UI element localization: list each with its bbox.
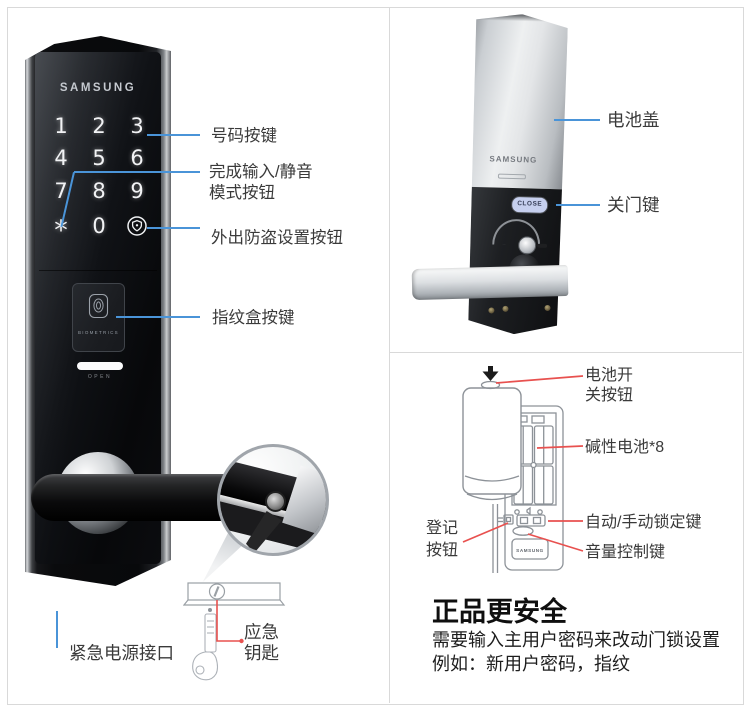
promo-line-2: 例如：新用户密码，指纹 xyxy=(432,654,630,674)
battery-compartment-diagram: SAMSUNG xyxy=(462,366,584,573)
number-keys-leader-line xyxy=(147,134,200,136)
emergency-key-diagram xyxy=(183,582,286,681)
number-keypad: 1 2 3 4 5 6 7 8 9 * 0 xyxy=(42,110,156,246)
key-2: 2 xyxy=(92,114,106,139)
close-key-label: 关门键 xyxy=(607,195,660,215)
register-button-label: 登记 按钮 xyxy=(426,520,459,559)
outer-frame xyxy=(7,7,744,705)
away-security-label: 外出防盗设置按钮 xyxy=(211,229,343,247)
panel-seam xyxy=(39,270,157,271)
register-leader-line xyxy=(462,522,509,543)
cover-groove xyxy=(498,174,526,180)
volume-control-label: 音量控制键 xyxy=(585,544,666,561)
emergency-key-label: 应急 钥匙 xyxy=(244,622,279,663)
screw-dot xyxy=(208,608,212,612)
battery-cover-label: 电池盖 xyxy=(607,110,660,130)
battery-open-arrow xyxy=(482,366,499,381)
auto-manual-lock-label: 自动/手动锁定键 xyxy=(585,514,702,531)
open-slot xyxy=(77,362,123,370)
alkaline-battery-leader-line xyxy=(536,445,584,449)
fingerprint-icon xyxy=(88,293,109,324)
emergency-key-outline xyxy=(192,613,219,681)
fingerprint-cover-label: 指纹盒按键 xyxy=(212,309,295,327)
key-8: 8 xyxy=(92,178,106,203)
open-label: OPEN xyxy=(87,374,113,380)
diagram-samsung-logo: SAMSUNG xyxy=(516,548,544,553)
key-1: 1 xyxy=(54,114,68,139)
emergency-power-label: 紧急电源接口 xyxy=(69,643,174,663)
vertical-divider xyxy=(389,8,390,703)
key-star: * xyxy=(54,214,68,246)
away-security-leader-line xyxy=(147,227,200,229)
back-handle-lever xyxy=(411,264,569,301)
key-6: 6 xyxy=(130,146,144,171)
emergency-key-leader-line xyxy=(216,600,240,642)
magnifier-keyhole xyxy=(265,491,286,512)
magnifier-inset xyxy=(217,444,329,556)
promo-title: 正品更安全 xyxy=(432,597,567,627)
fingerprint-cover-text: BIOMETRICS xyxy=(77,330,119,335)
key-5: 5 xyxy=(92,146,106,171)
horizontal-divider xyxy=(390,352,742,353)
key-3: 3 xyxy=(130,114,144,139)
away-security-key-icon xyxy=(118,207,156,246)
key-9: 9 xyxy=(130,178,144,203)
key-4: 4 xyxy=(54,146,68,171)
battery-switch-leader-line xyxy=(495,375,584,384)
promo-line-1: 需要输入主用户密码来改动门锁设置 xyxy=(432,630,720,650)
key-7: 7 xyxy=(54,178,68,203)
volume-leader-line xyxy=(527,533,584,552)
battery-cover-leader-line xyxy=(554,119,600,121)
screw xyxy=(488,307,494,313)
close-key-leader-line xyxy=(556,204,600,206)
battery-switch-label: 电池开 关按钮 xyxy=(585,367,634,404)
alkaline-battery-label: 碱性电池*8 xyxy=(585,439,665,456)
manual-knob-lever xyxy=(537,244,547,248)
fingerprint-leader-line xyxy=(116,316,200,318)
enter-mute-leader-line xyxy=(74,171,200,173)
enter-mute-label: 完成输入/静音 模式按钮 xyxy=(209,163,313,202)
front-samsung-logo: SAMSUNG xyxy=(59,82,137,94)
number-keys-label: 号码按键 xyxy=(211,127,277,145)
key-0: 0 xyxy=(92,214,106,239)
close-door-button: CLOSE xyxy=(511,196,548,214)
emergency-power-leader-line xyxy=(56,611,58,648)
